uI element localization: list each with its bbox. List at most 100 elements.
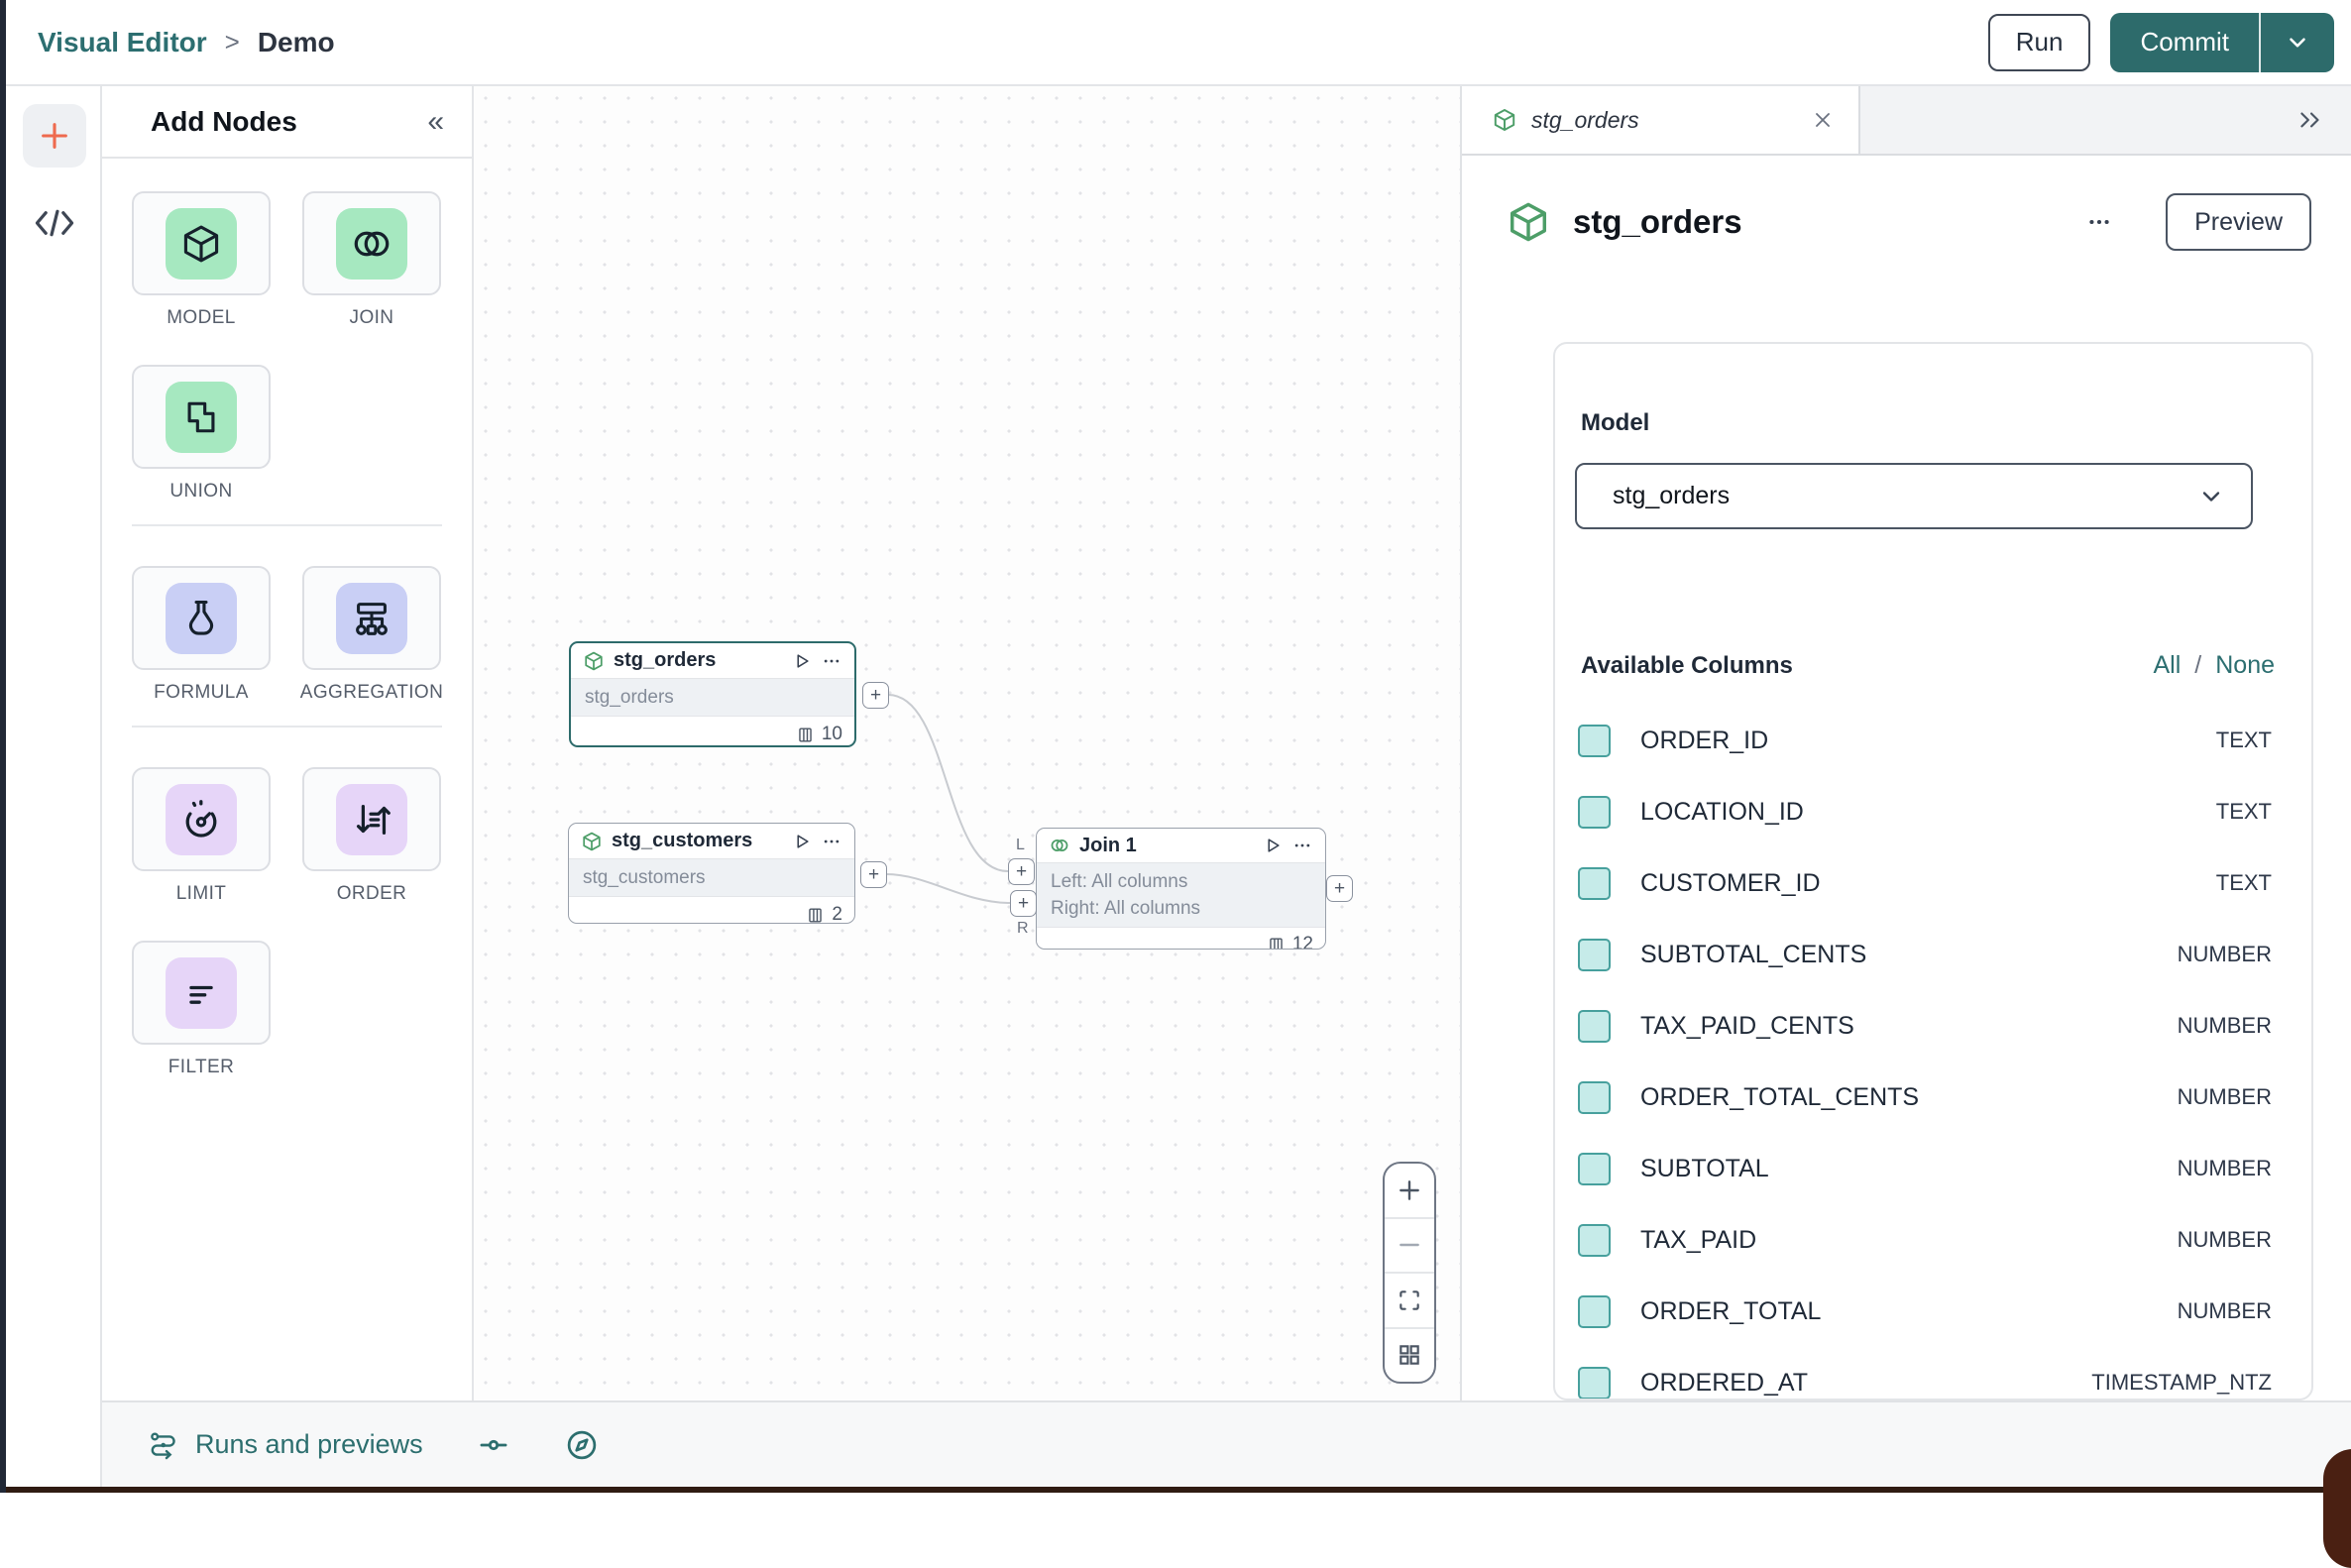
node-run-button[interactable] <box>1263 836 1283 855</box>
expand-panel-button[interactable] <box>2295 107 2325 133</box>
column-checkbox[interactable] <box>1578 1366 1611 1399</box>
commit-button[interactable]: Commit <box>2140 27 2229 56</box>
column-checkbox[interactable] <box>1578 795 1611 829</box>
flow-canvas[interactable]: stg_orders stg_orders 10 stg_customers s… <box>474 86 1460 1400</box>
node-title: stg_customers <box>612 830 753 851</box>
preview-button[interactable]: Preview <box>2166 193 2311 251</box>
node-join-1[interactable]: Join 1 Left: All columns Right: All colu… <box>1036 828 1326 950</box>
tile-limit[interactable]: LIMIT <box>132 767 271 905</box>
tile-limit-label: LIMIT <box>175 883 227 904</box>
filter-lines-icon <box>189 985 213 1004</box>
column-row-order-total-cents: ORDER_TOTAL_CENTS NUMBER <box>1555 1062 2311 1133</box>
column-checkbox[interactable] <box>1578 1152 1611 1185</box>
columns-icon <box>799 727 812 742</box>
column-checkbox[interactable] <box>1578 1080 1611 1114</box>
tab-close-button[interactable] <box>1811 108 1835 132</box>
node-run-button[interactable] <box>792 651 812 671</box>
select-links-separator: / <box>2194 651 2202 679</box>
tile-formula[interactable]: FORMULA <box>132 566 271 704</box>
inspector-panel: stg_orders stg_orders Preview Model stg_… <box>1460 86 2351 1400</box>
columns-icon <box>1270 937 1283 949</box>
select-all-link[interactable]: All <box>2153 651 2182 679</box>
collapse-panel-button[interactable]: « <box>427 104 444 138</box>
column-type: TIMESTAMP_NTZ <box>2091 1370 2272 1395</box>
breadcrumb-visual-editor[interactable]: Visual Editor <box>38 26 207 57</box>
cube-icon <box>1494 109 1515 131</box>
gauge-icon <box>185 799 217 838</box>
port-stg-orders-output[interactable]: + <box>862 682 889 709</box>
node-tile-group-sources: MODEL JOIN UNION <box>102 191 472 503</box>
node-run-button[interactable] <box>792 832 812 851</box>
chat-bubble[interactable] <box>2323 1449 2351 1568</box>
slider-icon[interactable] <box>477 1428 510 1462</box>
flask-icon <box>188 600 214 635</box>
column-name: TAX_PAID_CENTS <box>1640 1011 1854 1040</box>
node-stg-customers[interactable]: stg_customers stg_customers 2 <box>568 823 855 924</box>
close-icon <box>1816 113 1830 127</box>
tab-stg-orders[interactable]: stg_orders <box>1462 86 1860 154</box>
node-menu-button[interactable] <box>1291 836 1313 855</box>
column-checkbox[interactable] <box>1578 866 1611 900</box>
auto-layout-button[interactable] <box>1385 1326 1434 1383</box>
column-checkbox[interactable] <box>1578 1009 1611 1043</box>
tile-union[interactable]: UNION <box>132 365 271 503</box>
code-view-rail-button[interactable] <box>28 203 81 243</box>
tile-aggregation-label: AGGREGATION <box>299 682 444 703</box>
double-chevron-right-icon <box>2300 112 2319 128</box>
join-left-config: Left: All columns <box>1051 871 1188 892</box>
port-stg-customers-output[interactable]: + <box>860 861 887 888</box>
add-nodes-header: Add Nodes « <box>102 86 472 159</box>
cube-icon <box>1510 202 1547 242</box>
join-left-port-label: L <box>1016 837 1025 853</box>
column-name: TAX_PAID <box>1640 1225 1757 1254</box>
tile-join[interactable]: JOIN <box>302 191 441 329</box>
port-join-output[interactable]: + <box>1326 875 1353 902</box>
join-circles-icon <box>354 231 390 256</box>
port-join-right-input[interactable]: + <box>1010 890 1037 917</box>
hierarchy-icon <box>356 602 388 635</box>
port-join-left-input[interactable]: + <box>1008 858 1035 885</box>
node-column-count: 10 <box>821 724 842 744</box>
tile-group-divider <box>132 524 442 526</box>
commit-dropdown-button[interactable] <box>2261 13 2334 72</box>
column-type: TEXT <box>2215 799 2272 824</box>
commit-split-button: Commit <box>2110 12 2334 72</box>
column-name: ORDER_TOTAL_CENTS <box>1640 1082 1920 1111</box>
tile-model[interactable]: MODEL <box>132 191 271 329</box>
model-field-label: Model <box>1581 409 1650 436</box>
column-checkbox[interactable] <box>1578 1223 1611 1257</box>
column-type: NUMBER <box>2177 1156 2272 1180</box>
compass-icon[interactable] <box>564 1427 600 1463</box>
column-checkbox[interactable] <box>1578 1294 1611 1328</box>
tile-filter[interactable]: FILTER <box>132 941 271 1078</box>
node-title: stg_orders <box>614 649 717 671</box>
fit-view-button[interactable] <box>1385 1272 1434 1327</box>
tile-order[interactable]: ORDER <box>302 767 441 905</box>
inspector-title: stg_orders <box>1573 203 1742 240</box>
column-checkbox[interactable] <box>1578 938 1611 971</box>
node-menu-button[interactable] <box>821 832 842 851</box>
grid-icon <box>1399 1345 1419 1365</box>
node-footer: 10 <box>571 717 854 745</box>
column-name: LOCATION_ID <box>1640 797 1804 826</box>
node-config-card: Model stg_orders Available Columns All /… <box>1553 342 2313 1400</box>
add-node-rail-button[interactable] <box>23 104 86 168</box>
join-right-config: Right: All columns <box>1051 898 1201 919</box>
inspector-menu-button[interactable] <box>2082 209 2116 235</box>
columns-icon <box>809 907 823 923</box>
node-stg-orders[interactable]: stg_orders stg_orders 10 <box>569 641 856 747</box>
breadcrumb: Visual Editor > Demo <box>38 27 335 58</box>
node-body: stg_orders <box>571 678 854 717</box>
zoom-in-button[interactable] <box>1385 1164 1434 1217</box>
column-checkbox[interactable] <box>1578 724 1611 757</box>
run-button[interactable]: Run <box>1987 13 2091 71</box>
column-name: SUBTOTAL_CENTS <box>1640 940 1867 968</box>
column-row-tax-paid-cents: TAX_PAID_CENTS NUMBER <box>1555 990 2311 1062</box>
runs-and-previews-button[interactable]: Runs and previews <box>148 1429 423 1461</box>
select-none-link[interactable]: None <box>2215 651 2275 679</box>
tile-aggregation[interactable]: AGGREGATION <box>299 566 444 704</box>
node-menu-button[interactable] <box>821 651 842 671</box>
model-select-value: stg_orders <box>1613 482 1731 509</box>
model-select[interactable]: stg_orders <box>1575 463 2253 529</box>
zoom-out-button[interactable] <box>1385 1216 1434 1273</box>
